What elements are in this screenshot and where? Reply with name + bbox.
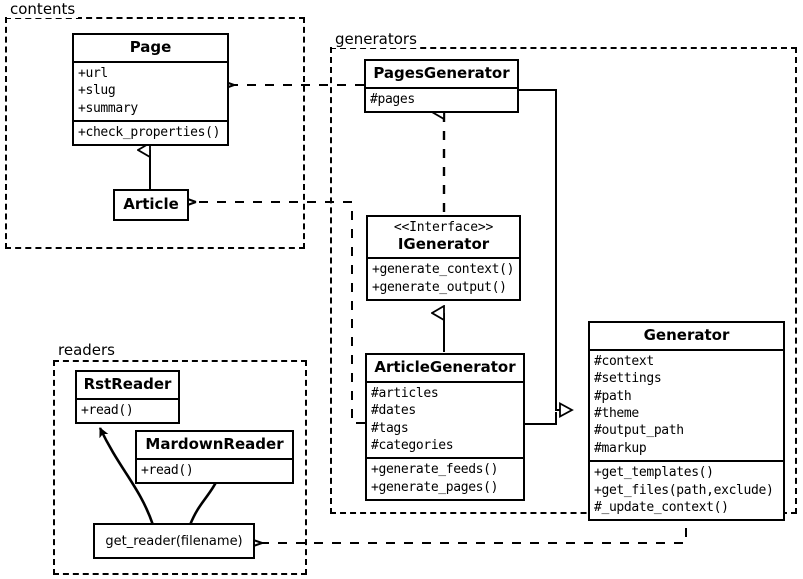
attribute: #categories	[371, 438, 454, 454]
package-readers-label: readers	[55, 341, 118, 359]
package-readers	[53, 360, 307, 575]
attribute: +slug	[78, 83, 116, 99]
attribute: #context	[594, 353, 654, 369]
function-get-reader-label: get_reader(filename)	[105, 533, 243, 549]
method: +generate_pages()	[371, 479, 499, 495]
method: +check_properties()	[78, 125, 221, 141]
class-mardownreader-title: MardownReader	[145, 435, 284, 453]
attribute: #markup	[594, 440, 647, 456]
package-contents	[5, 17, 305, 249]
attribute: #path	[594, 388, 632, 404]
attribute: #dates	[371, 403, 416, 419]
attribute: #tags	[371, 420, 409, 436]
method: +generate_feeds()	[371, 462, 499, 478]
class-articlegenerator-title: ArticleGenerator	[374, 358, 516, 376]
class-pagesgenerator[interactable]: PagesGenerator #pages	[364, 59, 519, 114]
attribute: #output_path	[594, 423, 684, 439]
class-page-title: Page	[129, 38, 172, 56]
class-page[interactable]: Page +url +slug +summary +check_properti…	[72, 33, 229, 147]
attribute: #settings	[594, 371, 662, 387]
class-pagesgenerator-attributes: #pages	[366, 86, 517, 111]
class-mardownreader[interactable]: MardownReader +read()	[135, 430, 294, 485]
class-igenerator-methods: +generate_context() +generate_output()	[368, 257, 519, 299]
class-pagesgenerator-title: PagesGenerator	[373, 64, 510, 82]
method: +get_templates()	[594, 465, 714, 481]
attribute: #theme	[594, 406, 639, 422]
method: +generate_output()	[372, 279, 507, 295]
attribute: #pages	[370, 91, 415, 107]
class-articlegenerator[interactable]: ArticleGenerator #articles #dates #tags …	[365, 353, 525, 502]
attribute: +summary	[78, 100, 138, 116]
method: #_update_context()	[594, 500, 729, 516]
class-page-attributes: +url +slug +summary	[74, 60, 227, 120]
class-article-title: Article	[123, 195, 179, 213]
class-igenerator-stereotype: <<Interface>>	[393, 220, 494, 235]
package-generators	[330, 47, 797, 514]
method: +read()	[141, 462, 194, 478]
function-get-reader[interactable]: get_reader(filename)	[93, 523, 255, 559]
class-page-methods: +check_properties()	[74, 120, 227, 144]
class-generator[interactable]: Generator #context #settings #path #them…	[588, 321, 785, 522]
class-igenerator-name: IGenerator	[397, 234, 490, 253]
class-mardownreader-methods: +read()	[137, 457, 292, 482]
class-rstreader-methods: +read()	[77, 397, 178, 422]
attribute: #articles	[371, 385, 439, 401]
attribute: +url	[78, 65, 108, 81]
class-articlegenerator-attributes: #articles #dates #tags #categories	[367, 380, 523, 458]
class-generator-title: Generator	[643, 326, 730, 344]
method: +read()	[81, 402, 134, 418]
package-contents-label: contents	[7, 0, 79, 18]
class-igenerator-title: <<Interface>> IGenerator	[368, 217, 519, 257]
class-rstreader[interactable]: RstReader +read()	[75, 370, 180, 425]
class-generator-attributes: #context #settings #path #theme #output_…	[590, 348, 783, 460]
class-articlegenerator-methods: +generate_feeds() +generate_pages()	[367, 457, 523, 499]
class-igenerator[interactable]: <<Interface>> IGenerator +generate_conte…	[366, 215, 521, 302]
class-generator-methods: +get_templates() +get_files(path,exclude…	[590, 460, 783, 519]
class-article[interactable]: Article	[113, 189, 189, 221]
class-rstreader-title: RstReader	[83, 375, 172, 393]
method: +get_files(path,exclude)	[594, 482, 774, 498]
package-generators-label: generators	[332, 30, 420, 48]
method: +generate_context()	[372, 262, 515, 278]
